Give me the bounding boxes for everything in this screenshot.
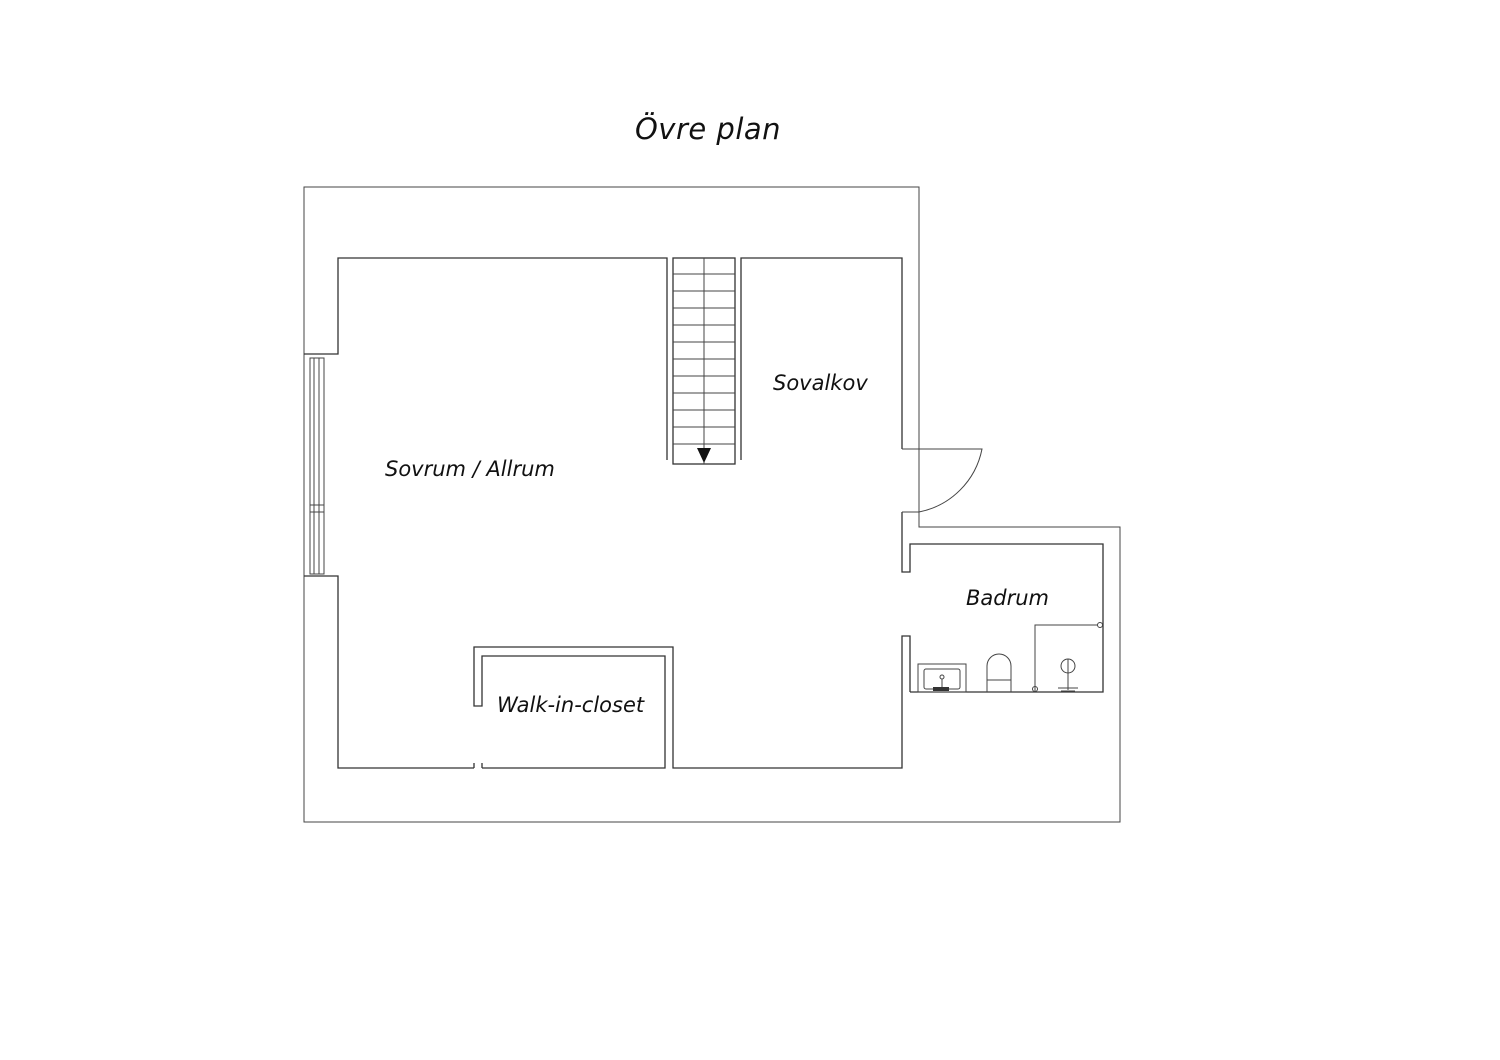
shower xyxy=(1032,622,1103,692)
inner-wall-east xyxy=(740,257,903,460)
exterior-door xyxy=(902,448,983,527)
west-window xyxy=(309,357,325,575)
bathroom-toilet xyxy=(986,653,1012,692)
staircase xyxy=(672,257,736,465)
floor-title: Övre plan xyxy=(634,112,782,146)
stair-direction-arrow xyxy=(697,448,711,463)
inner-wall-south-mid xyxy=(473,635,911,769)
room-label-walk-in-closet: Walk-in-closet xyxy=(497,693,645,717)
room-label-sovrum-allrum: Sovrum / Allrum xyxy=(385,457,555,481)
inner-wall-west xyxy=(304,257,668,460)
outer-outline xyxy=(303,186,1121,823)
room-label-sovalkov: Sovalkov xyxy=(773,371,868,395)
bathroom-sink xyxy=(917,663,967,693)
room-label-badrum: Badrum xyxy=(966,586,1049,610)
closet-door-gap xyxy=(473,763,483,768)
inner-wall-east-lower xyxy=(901,512,1104,693)
inner-wall-southwest xyxy=(304,575,474,769)
